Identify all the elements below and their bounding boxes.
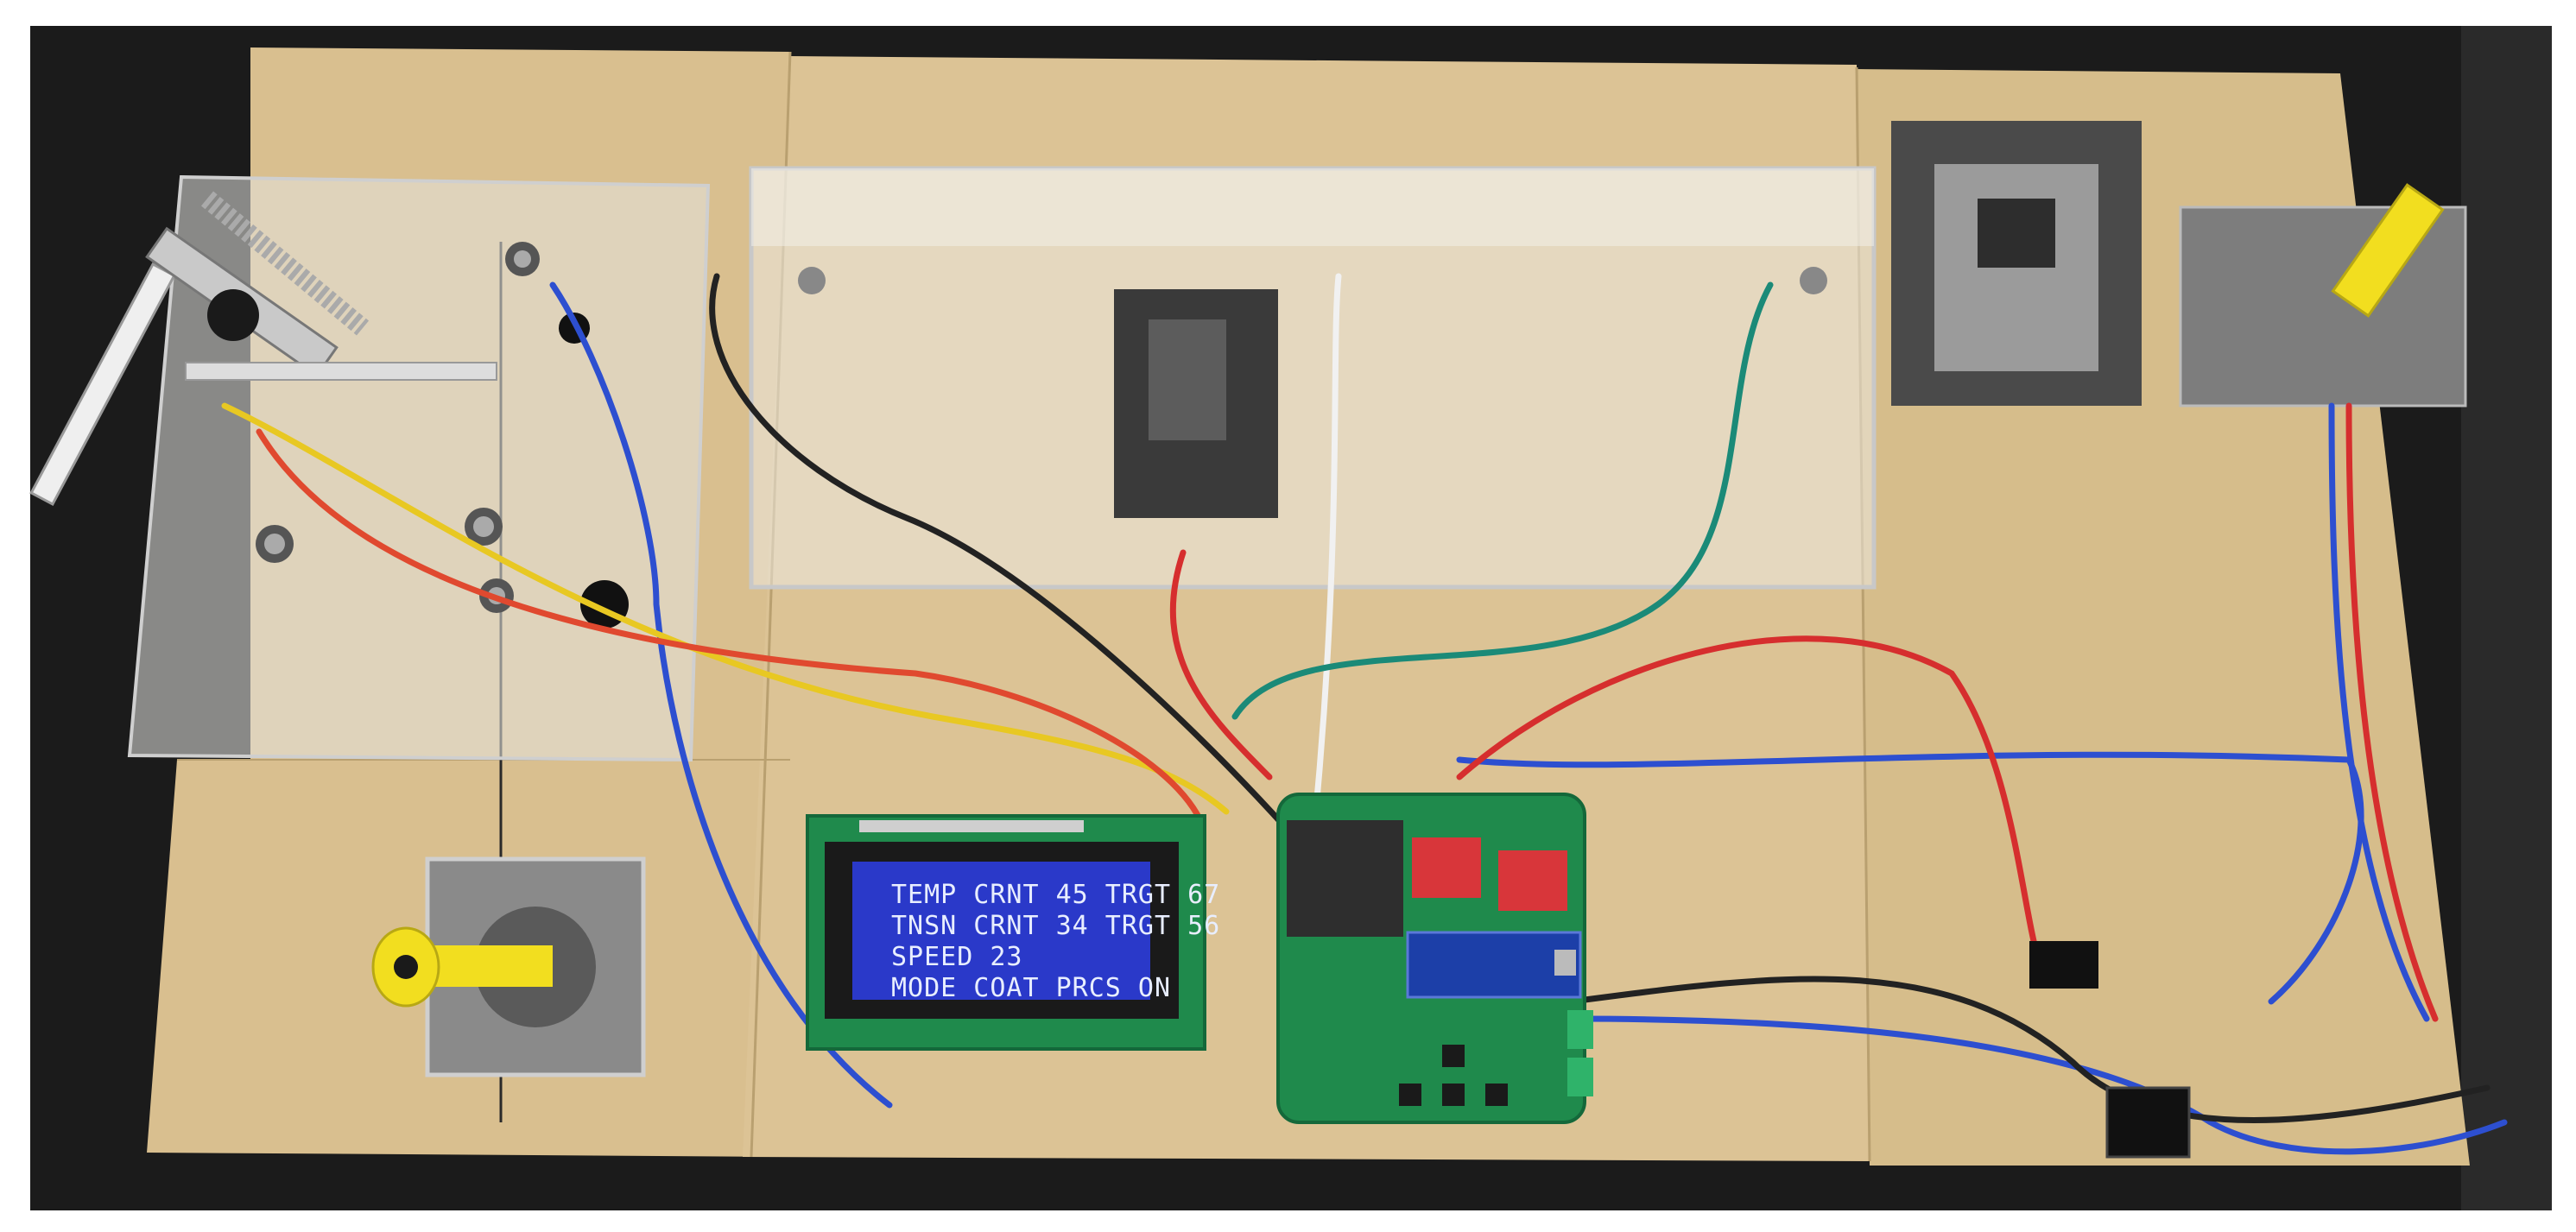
control-pcb	[1276, 793, 1593, 1124]
rocker-switch-1	[2029, 941, 2098, 989]
lcd-module: TEMP CRNT 45 TRGT 67 TNSN CRNT 34 TRGT 5…	[806, 814, 1220, 1051]
acrylic-trough	[749, 166, 1877, 590]
arduino-nano	[1406, 931, 1582, 999]
driver-board-1	[1412, 837, 1481, 898]
lcd-line-4: MODE COAT PRCS ON	[891, 973, 1171, 1003]
lcd-line-1: TEMP CRNT 45 TRGT 67	[891, 880, 1220, 910]
tension-arm-assembly	[29, 174, 711, 762]
perfboard	[1287, 820, 1403, 937]
driver-board-2	[1498, 850, 1567, 911]
lcd-line-2: TNSN CRNT 34 TRGT 56	[891, 911, 1220, 941]
lcd-screen	[852, 862, 1150, 1000]
stepper-motor-left	[371, 856, 646, 1077]
rocker-switch-2	[2105, 1086, 2191, 1159]
push-button	[1442, 1084, 1465, 1106]
lcd-line-3: SPEED 23	[891, 942, 1023, 972]
push-button	[1399, 1084, 1421, 1106]
push-button	[1485, 1084, 1508, 1106]
extruder-block	[1891, 121, 2467, 408]
stepper-yellow-right	[2331, 183, 2445, 318]
push-button	[1442, 1045, 1465, 1067]
